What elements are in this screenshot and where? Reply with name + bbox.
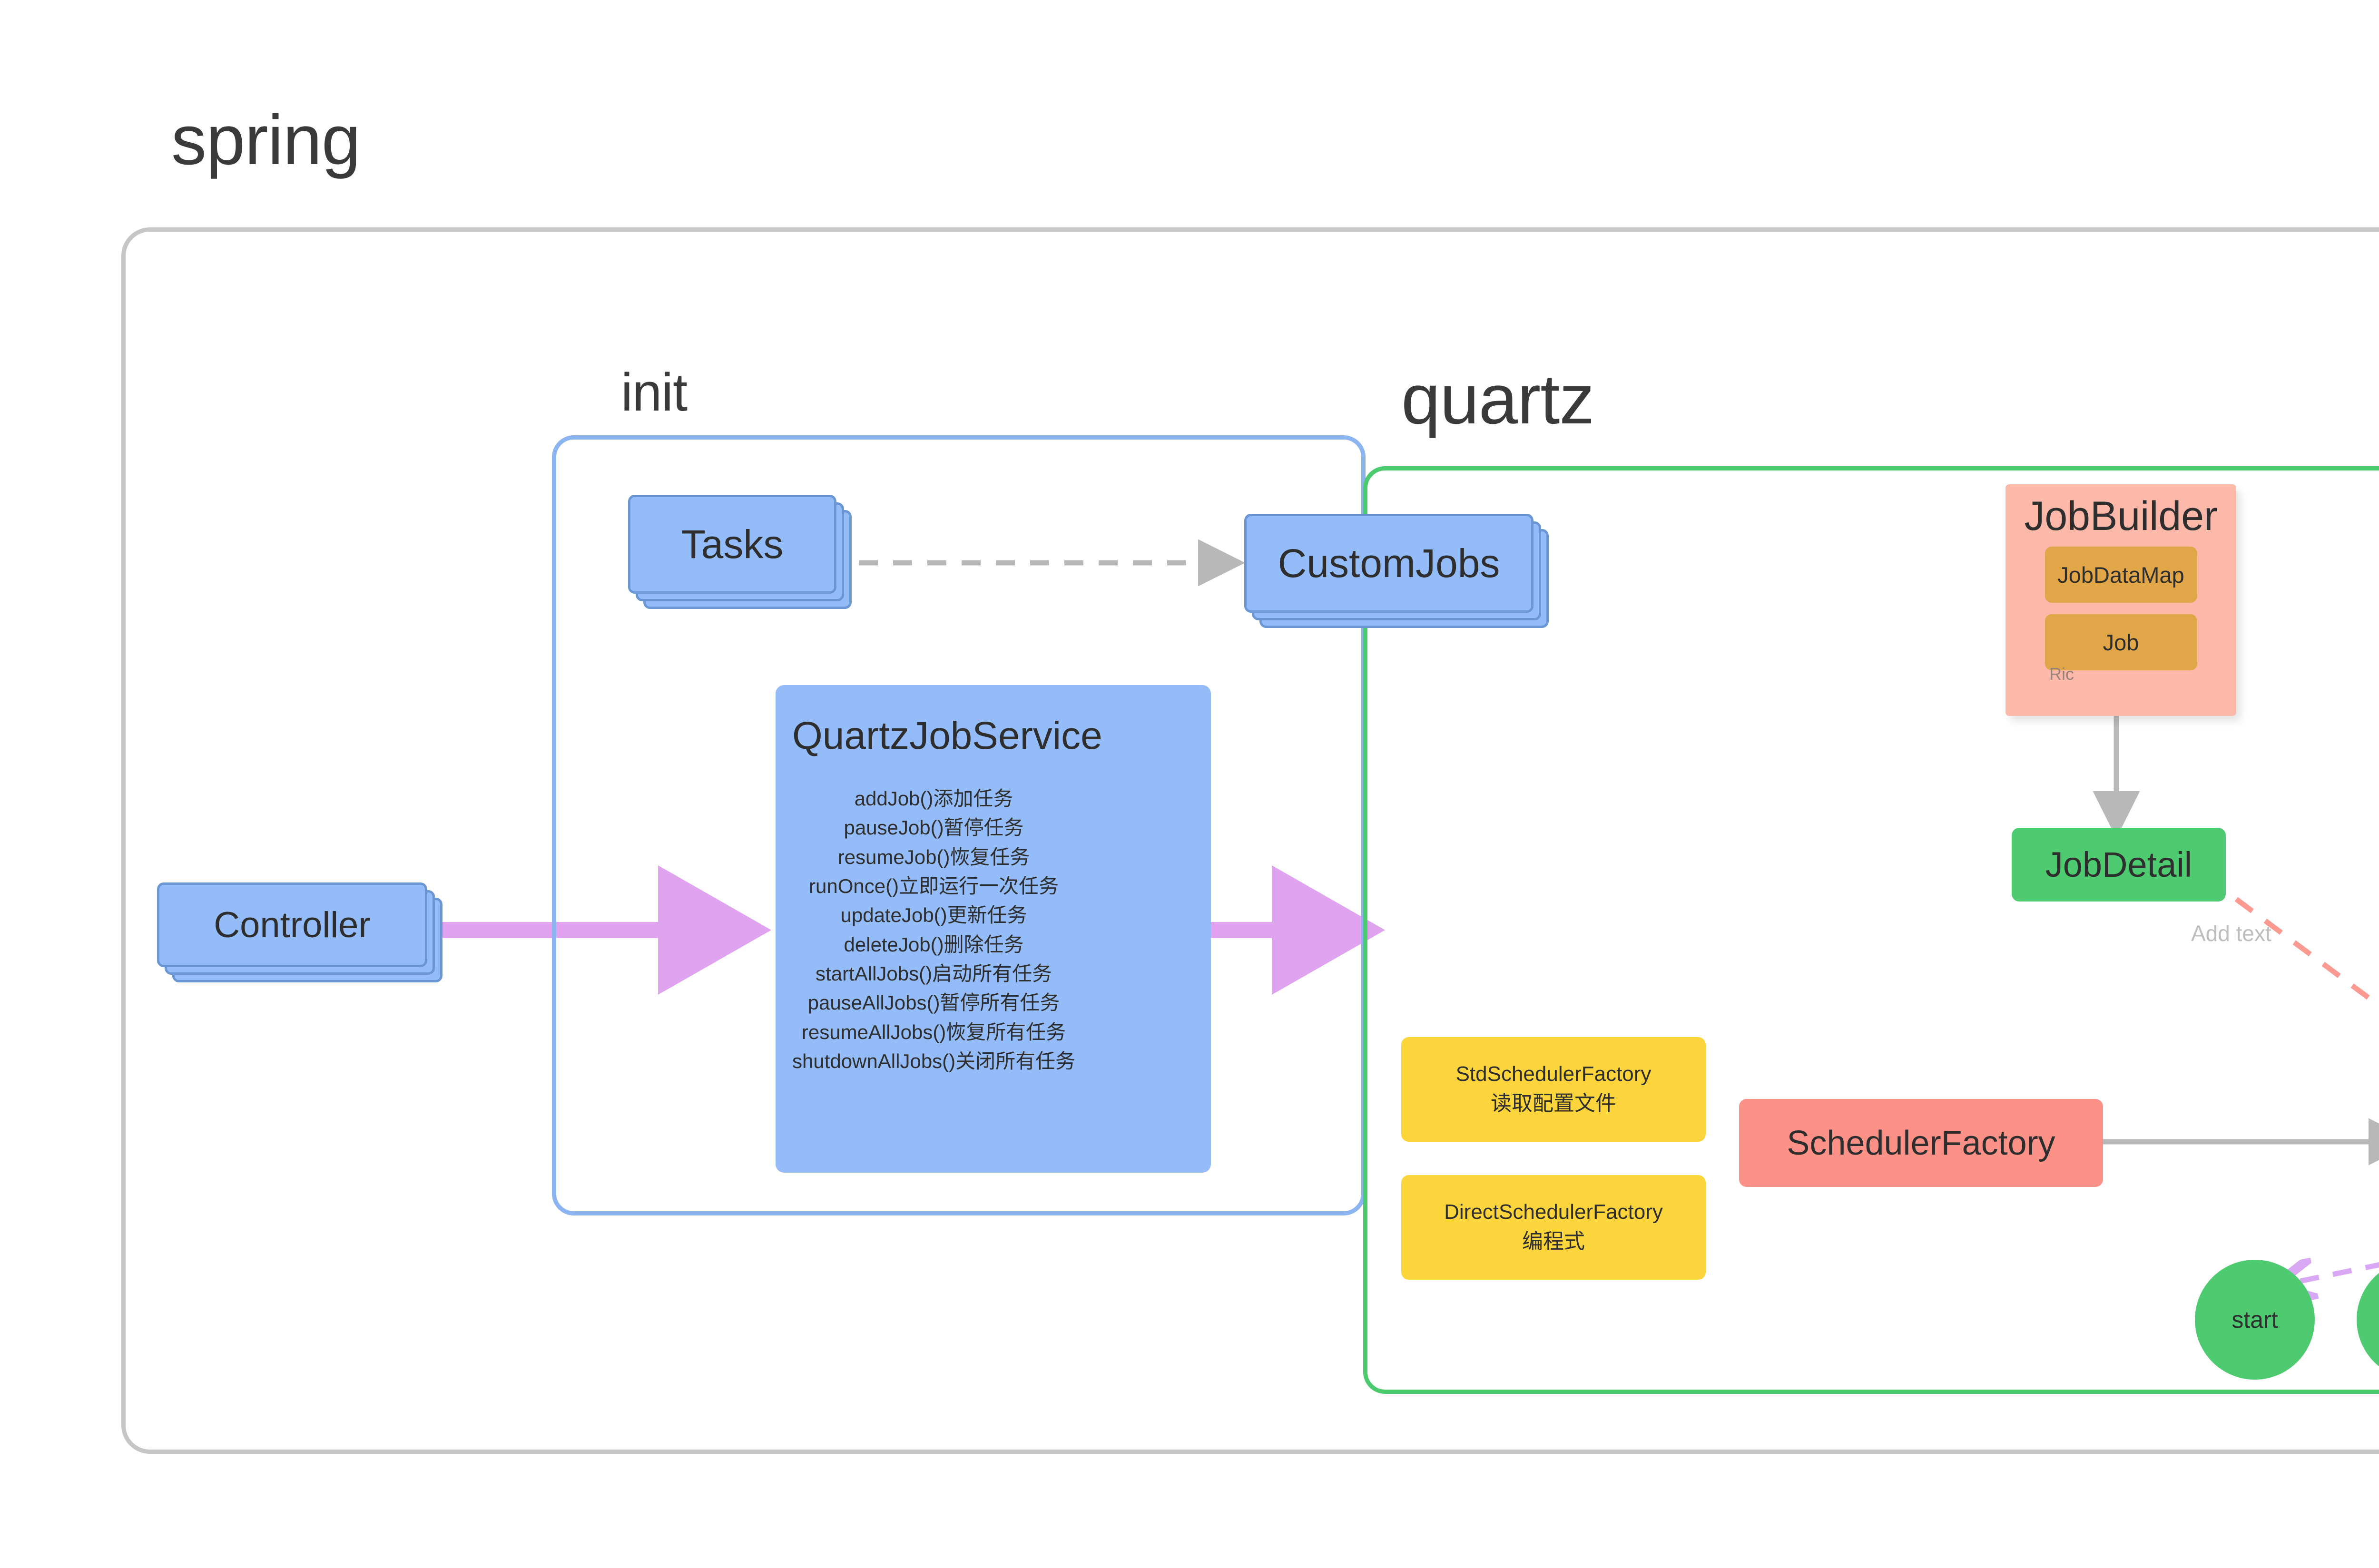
direct-scheduler-factory-line2: 编程式 [1522, 1230, 1585, 1253]
controller-label: Controller [214, 904, 371, 945]
job-builder-left-caption: Ric [2049, 664, 2074, 684]
init-title: init [621, 363, 688, 422]
add-text-annotation: Add text [2191, 921, 2271, 946]
job-builder-left-child-jobdatamap[interactable]: JobDataMap [2045, 547, 2197, 603]
spring-container [121, 227, 2379, 1454]
spring-title: spring [171, 101, 361, 179]
std-scheduler-factory-line1: StdSchedulerFactory [1455, 1062, 1652, 1086]
quartz-job-service-methods: addJob()添加任务 pauseJob()暂停任务 resumeJob()恢… [792, 787, 1076, 1072]
job-builder-left-panel[interactable]: JobBuilder JobDataMap Job Ric [2005, 484, 2236, 716]
customjobs-label: CustomJobs [1278, 540, 1500, 586]
job-detail-box[interactable]: JobDetail [2012, 828, 2226, 902]
customjobs-card-front: CustomJobs [1244, 514, 1534, 613]
job-builder-left-title: JobBuilder [2024, 493, 2218, 539]
tasks-card[interactable]: Tasks [628, 495, 852, 609]
controller-card-front: Controller [157, 882, 427, 967]
quartz-container [1363, 466, 2379, 1394]
tasks-label: Tasks [681, 521, 784, 567]
std-scheduler-factory-line2: 读取配置文件 [1491, 1092, 1616, 1115]
direct-scheduler-factory-line1: DirectSchedulerFactory [1444, 1200, 1663, 1224]
quartz-job-service-title: QuartzJobService [792, 714, 1102, 757]
scheduler-factory-box[interactable]: SchedulerFactory [1739, 1099, 2103, 1187]
job-builder-left-child-job[interactable]: Job [2045, 614, 2197, 670]
direct-scheduler-factory-box[interactable]: DirectSchedulerFactory 编程式 [1401, 1175, 1706, 1280]
tasks-card-front: Tasks [628, 495, 836, 594]
quartz-job-service-box[interactable]: QuartzJobService addJob()添加任务 pauseJob()… [776, 685, 1211, 1173]
quartz-title: quartz [1401, 360, 1594, 439]
action-circle-start[interactable]: start [2195, 1260, 2315, 1380]
controller-card[interactable]: Controller [157, 882, 442, 982]
customjobs-card[interactable]: CustomJobs [1244, 514, 1549, 628]
std-scheduler-factory-box[interactable]: StdSchedulerFactory 读取配置文件 [1401, 1037, 1706, 1142]
